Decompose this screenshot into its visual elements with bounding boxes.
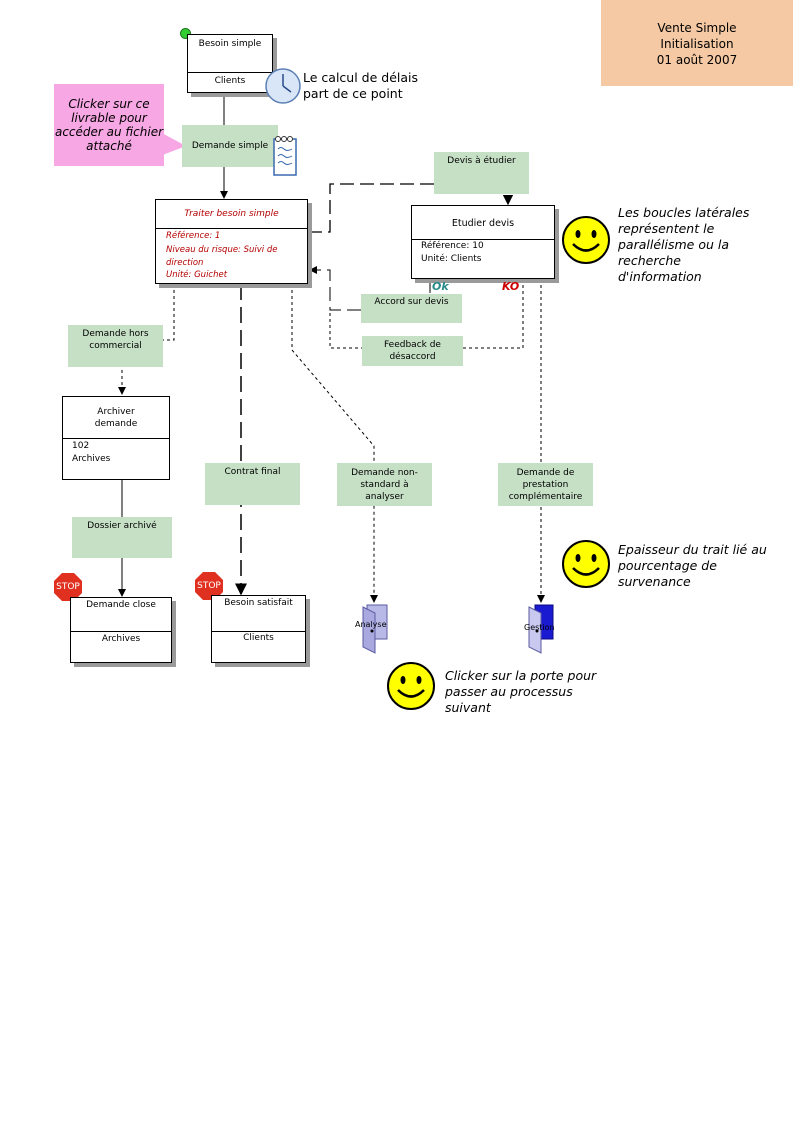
- door-icon-analyse[interactable]: Analyse: [355, 603, 393, 655]
- process-title: Demande close: [86, 600, 156, 610]
- smiley-icon: [561, 539, 611, 589]
- start-indicator: [180, 28, 191, 39]
- deliverable-contrat-final[interactable]: Contrat final: [205, 463, 300, 505]
- flow-traiter-to-archiver: [118, 284, 175, 395]
- process-reference: Référence: 1: [166, 231, 221, 241]
- process-actor: Archives: [101, 634, 141, 644]
- note-clock: Le calcul de délais part de ce point: [303, 70, 418, 101]
- deliverable-accord-devis[interactable]: Accord sur devis: [361, 294, 462, 323]
- label-ko: KO: [502, 280, 520, 293]
- deliverable-demande-hors[interactable]: Demande hors commercial: [68, 325, 163, 367]
- header-subtitle: Initialisation: [660, 37, 734, 51]
- process-reference: 102: [72, 441, 90, 451]
- deliverable-prestation[interactable]: Demande de prestation complémentaire: [498, 463, 593, 506]
- deliverable-devis-etudier[interactable]: Devis à étudier: [434, 152, 529, 194]
- deliverable-dossier-archive[interactable]: Dossier archivé: [72, 517, 172, 558]
- process-reference: Référence: 10: [421, 241, 484, 251]
- label-ok: Ok: [432, 280, 449, 293]
- note-epaisseur: Epaisseur du trait lié au pourcentage de…: [618, 542, 767, 589]
- stop-label: STOP: [197, 581, 221, 591]
- process-archiver-demande[interactable]: Archiver demande 102 Archives: [62, 396, 170, 480]
- process-unit: Archives: [72, 454, 111, 464]
- callout-pointer: [160, 132, 186, 156]
- stop-sign-icon: STOP: [194, 571, 224, 601]
- process-title: Archiver demande: [94, 407, 138, 429]
- process-unit: Unité: Guichet: [166, 270, 228, 280]
- deliverable-demande-simple[interactable]: Demande simple: [182, 125, 278, 167]
- clock-icon: [264, 67, 302, 105]
- smiley-icon: [561, 215, 611, 265]
- process-title: Etudier devis: [451, 218, 515, 229]
- process-title: Besoin simple: [198, 39, 262, 49]
- door-icon-gestion[interactable]: Gestion: [523, 603, 559, 655]
- process-traiter-besoin[interactable]: Traiter besoin simple Référence: 1 Nivea…: [155, 199, 308, 284]
- process-unit: Unité: Clients: [421, 254, 482, 264]
- document-icon[interactable]: [272, 135, 298, 177]
- callout-click-livrable: Clicker sur ce livrable pour accéder au …: [54, 84, 164, 166]
- note-porte: Clicker sur la porte pour passer au proc…: [445, 668, 597, 715]
- process-risk: Niveau du risque: Suivi de direction: [166, 245, 278, 268]
- stop-sign-icon: STOP: [53, 572, 83, 602]
- process-title: Besoin satisfait: [224, 598, 293, 608]
- header-box: Vente Simple Initialisation 01 août 2007: [601, 0, 793, 86]
- header-date: 01 août 2007: [656, 53, 738, 67]
- smiley-icon: [386, 661, 436, 711]
- deliverable-feedback[interactable]: Feedback de désaccord: [362, 336, 463, 366]
- process-etudier-devis[interactable]: Etudier devis Référence: 10 Unité: Clien…: [411, 205, 555, 279]
- header-title: Vente Simple: [657, 21, 737, 35]
- door-label: Gestion: [524, 623, 555, 632]
- deliverable-non-standard[interactable]: Demande non-standard à analyser: [337, 463, 432, 506]
- door-label: Analyse: [355, 620, 387, 629]
- process-actor: Clients: [243, 633, 274, 643]
- flow-traiter-to-devis: [308, 183, 514, 233]
- process-demande-close[interactable]: Demande close Archives: [70, 597, 172, 663]
- process-title: Traiter besoin simple: [184, 209, 279, 219]
- note-boucles: Les boucles latérales représentent le pa…: [618, 205, 750, 284]
- process-besoin-simple[interactable]: Besoin simple Clients: [187, 34, 273, 93]
- stop-label: STOP: [56, 582, 80, 592]
- flow-traiter-to-analyse: [291, 284, 378, 603]
- process-besoin-satisfait[interactable]: Besoin satisfait Clients: [211, 595, 306, 663]
- process-actor: Clients: [214, 76, 246, 86]
